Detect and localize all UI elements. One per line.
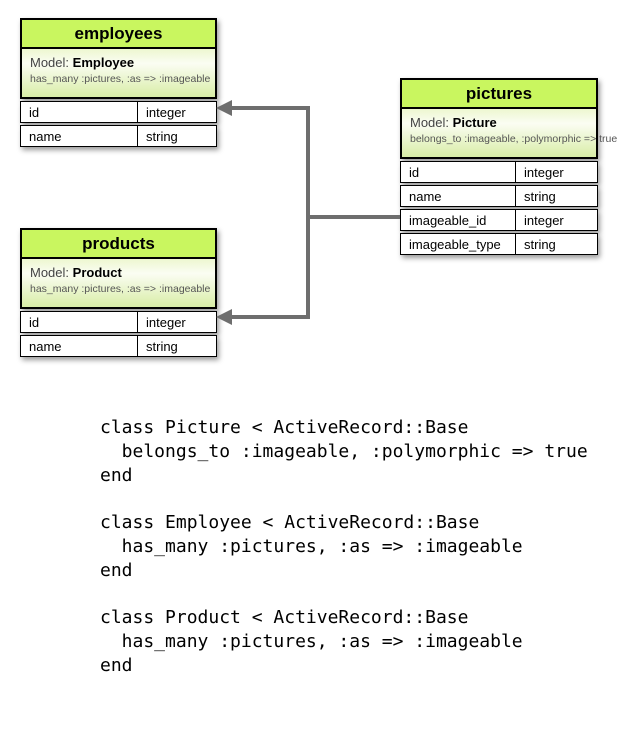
code-block-employee: class Employee < ActiveRecord::Base has_… [100, 511, 588, 583]
connector-trunk-line [306, 106, 310, 319]
table-row: imageable_id integer [400, 209, 598, 231]
table-pictures-title: pictures [402, 80, 596, 109]
model-label: Model: [30, 265, 70, 280]
model-label: Model: [410, 115, 450, 130]
column-type: integer [515, 210, 597, 230]
table-row: imageable_type string [400, 233, 598, 255]
model-label: Model: [30, 55, 70, 70]
table-products: products Model: Product has_many :pictur… [20, 228, 217, 357]
column-type: string [137, 126, 216, 146]
table-employees-header-box: employees Model: Employee has_many :pict… [20, 18, 217, 99]
connector-to-products-line [230, 315, 310, 319]
column-type: integer [515, 162, 597, 182]
column-type: string [515, 234, 597, 254]
table-row: name string [400, 185, 598, 207]
column-name: id [29, 104, 40, 120]
table-pictures-header-box: pictures Model: Picture belongs_to :imag… [400, 78, 618, 159]
table-row: name string [20, 335, 217, 357]
table-products-title: products [22, 230, 215, 259]
code-line: class Picture < ActiveRecord::Base [100, 417, 469, 438]
column-type: integer [137, 102, 216, 122]
table-pictures-model-section: Model: Picture belongs_to :imageable, :p… [402, 109, 618, 157]
column-name: imageable_type [409, 236, 501, 252]
model-line: Model: Product [30, 265, 207, 280]
column-name: name [29, 128, 62, 144]
column-type: string [137, 336, 216, 356]
column-name: name [409, 188, 442, 204]
table-employees: employees Model: Employee has_many :pict… [20, 18, 217, 147]
association-line: has_many :pictures, :as => :imageable [30, 283, 211, 295]
code-line: belongs_to :imageable, :polymorphic => t… [100, 441, 588, 462]
column-name: imageable_id [409, 212, 487, 228]
code-line: class Employee < ActiveRecord::Base [100, 512, 480, 533]
table-employees-model-section: Model: Employee has_many :pictures, :as … [22, 49, 215, 97]
arrowhead-employees-icon [216, 100, 232, 116]
code-line: end [100, 465, 133, 486]
code-line: has_many :pictures, :as => :imageable [100, 536, 523, 557]
column-type: integer [137, 312, 216, 332]
association-line: belongs_to :imageable, :polymorphic => t… [410, 133, 618, 145]
table-employees-title: employees [22, 20, 215, 49]
code-block-product: class Product < ActiveRecord::Base has_m… [100, 606, 588, 678]
arrowhead-products-icon [216, 309, 232, 325]
connector-from-pictures-line [306, 215, 400, 219]
code-line: has_many :pictures, :as => :imageable [100, 631, 523, 652]
column-name: id [409, 164, 420, 180]
model-line: Model: Employee [30, 55, 207, 70]
code-line: class Product < ActiveRecord::Base [100, 607, 469, 628]
model-name: Employee [72, 55, 135, 70]
code-line: end [100, 560, 133, 581]
table-row: id integer [20, 101, 217, 123]
code-line: end [100, 655, 133, 676]
model-name: Product [72, 265, 122, 280]
table-pictures: pictures Model: Picture belongs_to :imag… [400, 78, 618, 255]
connector-to-employees-line [230, 106, 310, 110]
model-name: Picture [452, 115, 497, 130]
code-block-picture: class Picture < ActiveRecord::Base belon… [100, 416, 588, 488]
column-type: string [515, 186, 597, 206]
column-name: name [29, 338, 62, 354]
column-name: id [29, 314, 40, 330]
table-products-header-box: products Model: Product has_many :pictur… [20, 228, 217, 309]
table-row: id integer [20, 311, 217, 333]
model-line: Model: Picture [410, 115, 588, 130]
table-products-model-section: Model: Product has_many :pictures, :as =… [22, 259, 215, 307]
table-row: name string [20, 125, 217, 147]
code-listing: class Picture < ActiveRecord::Base belon… [100, 416, 588, 701]
association-line: has_many :pictures, :as => :imageable [30, 73, 211, 85]
table-row: id integer [400, 161, 598, 183]
